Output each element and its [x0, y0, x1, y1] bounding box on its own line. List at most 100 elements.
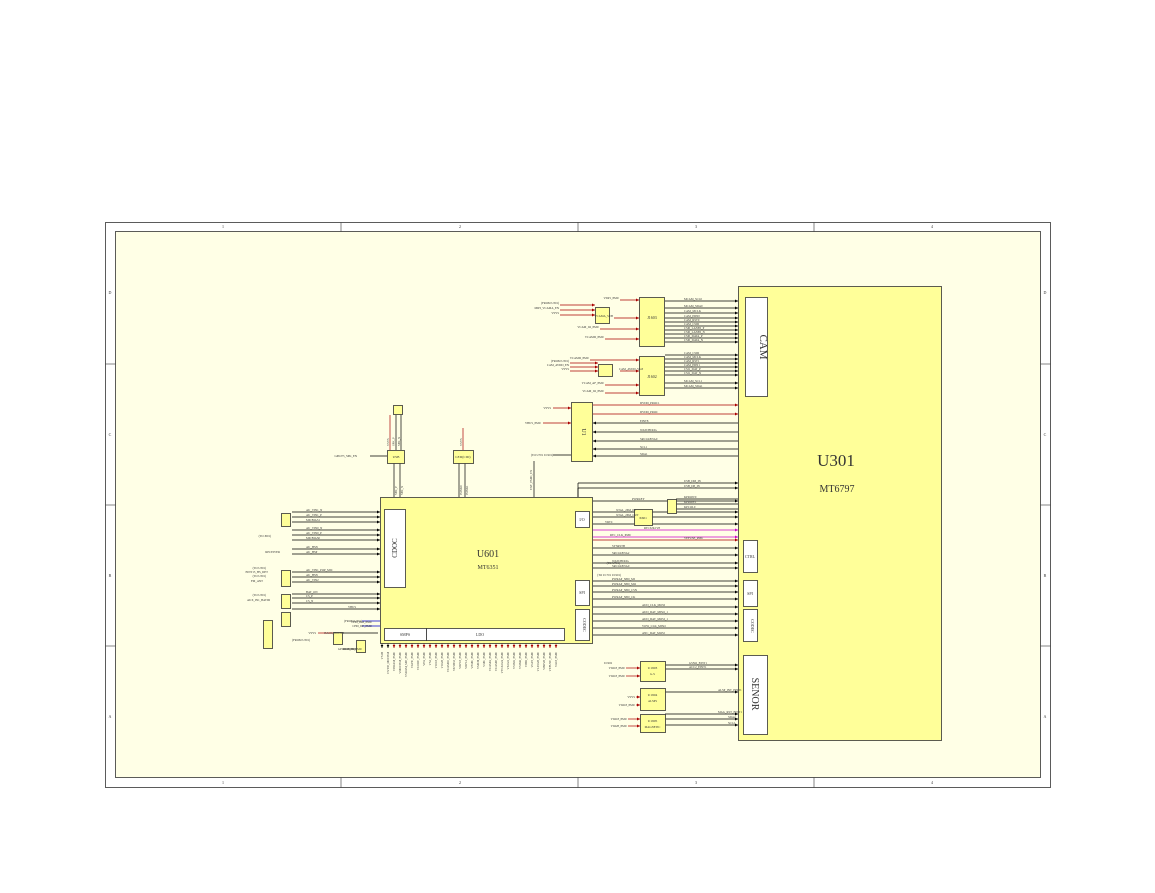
- u601-smps-label: SMPS: [400, 632, 410, 637]
- cam-signal-label: CSI0_LANE0_P: [684, 326, 705, 330]
- pin-marker: [386, 645, 390, 648]
- pin-marker: [530, 645, 534, 648]
- pin-marker: [422, 645, 426, 648]
- u301-block[interactable]: U301 MT6797 CAM CTRL SPI CODEC SENOR: [738, 286, 942, 741]
- cam-signal-label: MCAM_SCL1: [684, 379, 703, 383]
- arrow-marker: [735, 538, 738, 542]
- u601-left-label: AU_VIN2: [306, 578, 319, 582]
- u601-bottom-label: VA18_PMU: [554, 651, 558, 667]
- u601-left-label: AU_HSP: [306, 550, 318, 554]
- ctrl-signal-label: PWRAP_SPI0_CK: [612, 595, 636, 599]
- led-block[interactable]: LED(CID): [453, 450, 474, 464]
- cam-signal-label: CAM_RST0: [684, 318, 700, 322]
- cam-signal-label: CSI0_LANE0_N: [684, 330, 706, 334]
- u601-left-label: AU_VIN1_POP_MIC: [306, 568, 333, 572]
- usb-block[interactable]: USB: [387, 450, 405, 464]
- x601-block[interactable]: X601: [634, 509, 653, 526]
- bat-part[interactable]: [281, 594, 291, 609]
- boost-part-2[interactable]: [356, 640, 366, 653]
- pin-marker: [476, 645, 480, 648]
- charger-part[interactable]: [281, 612, 291, 627]
- cam-signal-label: CAM_CSID: [684, 322, 700, 326]
- u601-bottom-label: VXO22_PMU: [506, 651, 510, 669]
- u601-left-note: CHD_DM_PMU: [351, 620, 373, 624]
- cam-signal-label: MCAM_SDA1: [684, 384, 703, 388]
- ctrl-signal-label: XTAL_26M_OUT: [616, 513, 639, 517]
- u601-bottom-label: VCAMD_PMU: [494, 651, 498, 671]
- u601-left-note: (TO U301): [253, 566, 266, 570]
- arrow-marker: [735, 553, 738, 557]
- arrow-marker: [636, 383, 639, 387]
- pin-marker: [446, 645, 450, 648]
- arrow-marker: [735, 561, 738, 565]
- u601-bottom-label: VSIM1_PMU: [512, 651, 516, 669]
- u1-signal-label: SRCLKENA0: [640, 437, 658, 441]
- u1-left-label: VBUS_PMU: [525, 421, 542, 425]
- pin-marker: [488, 645, 492, 648]
- cam-signal-label: CAM_PDN1: [684, 363, 700, 367]
- ctrl-signal-label: VOW_CLK_MISO: [642, 624, 666, 628]
- u601-bottom-label: VGPU_PMU: [410, 651, 414, 668]
- u301-spi-label: SPI: [747, 591, 753, 596]
- u601-codec-label: CODEC: [582, 618, 587, 632]
- arrow-marker: [377, 547, 380, 551]
- j1603-left-label: VCAMD_PMU: [585, 335, 605, 339]
- frame-col-label: 1: [222, 224, 224, 229]
- j1603-left-label: VCAM_IO_PMU: [577, 325, 600, 329]
- ctrl-note-label: (TO U701): [607, 561, 620, 565]
- spk-connector[interactable]: [393, 405, 403, 415]
- u601-left-label: CS_N: [306, 599, 314, 603]
- sensor-ic-1[interactable]: [640, 661, 666, 682]
- ctrl-signal-label: WATCHDOG: [612, 559, 630, 563]
- arrow-marker: [735, 510, 738, 514]
- arrow-marker: [568, 421, 571, 425]
- u601-block[interactable]: U601 MT6351 CDOC I/O SPI CODEC SMPS LDO: [380, 497, 593, 644]
- frame-col-label: 3: [695, 780, 697, 785]
- mic1-part[interactable]: [281, 513, 291, 527]
- u1-block[interactable]: U1: [571, 402, 593, 462]
- u301-cam-label: CAM: [757, 334, 769, 359]
- hs-jack-part[interactable]: [281, 570, 291, 587]
- u601-cdoc-label: CDOC: [391, 538, 399, 558]
- arrow-marker: [377, 596, 380, 600]
- vbus-part[interactable]: [263, 620, 273, 649]
- kp-switch[interactable]: [667, 499, 677, 514]
- u601-bottom-label: VIO18_PMU: [434, 651, 438, 668]
- sensor-ic-2[interactable]: [640, 688, 666, 711]
- ctrl-signal-label: USB_DM_IN: [684, 479, 702, 483]
- ctrl-signal-label: PWRAP_SPI0_MO: [612, 582, 637, 586]
- arrow-marker: [735, 386, 738, 390]
- cam-signal-label: CAM_MCLK: [684, 309, 702, 313]
- ctrl-signal-label: XTAL_26M_IN: [616, 508, 636, 512]
- u301-sensor-sub: [743, 655, 768, 735]
- usb-ref: USB: [393, 455, 400, 459]
- j1603-block[interactable]: J1603: [639, 297, 665, 347]
- u601-left-note: (TO U301): [253, 574, 266, 578]
- cam-ldo-1[interactable]: [595, 307, 610, 324]
- cam-ldo-2[interactable]: [598, 364, 613, 377]
- boost-part-1[interactable]: [333, 632, 343, 645]
- j1602-block[interactable]: J1602: [639, 356, 665, 396]
- pin-marker: [464, 645, 468, 648]
- j1602-left-label: CAM_AVDD_EN: [547, 363, 570, 367]
- pin-marker: [542, 645, 546, 648]
- sensor-right-label: ACC2_EINT1: [689, 665, 707, 669]
- arrow-marker: [595, 361, 598, 365]
- arrow-marker: [592, 303, 595, 307]
- arrow-marker: [636, 391, 639, 395]
- led-bottom-label: ISINK0: [459, 485, 463, 495]
- pin-marker: [458, 645, 462, 648]
- sensor-left-label: U1902: [604, 661, 613, 665]
- frame-row-label: B: [109, 573, 112, 578]
- ctrl-signal-label: USB_DP_IN: [684, 484, 701, 488]
- u601-left-note: (FROM U301): [292, 638, 310, 642]
- frame-col-label: 2: [459, 780, 461, 785]
- arrow-marker: [735, 336, 738, 340]
- sensor-ic-3[interactable]: [640, 714, 666, 733]
- j1603-left-label: MIPI_VCAMA_EN: [534, 306, 559, 310]
- wire-layer: [292, 298, 738, 728]
- u601-ldo-label: LDO: [476, 632, 484, 637]
- u601-bottom-label: VRF18_PMU: [458, 651, 462, 669]
- arrow-marker: [637, 666, 640, 670]
